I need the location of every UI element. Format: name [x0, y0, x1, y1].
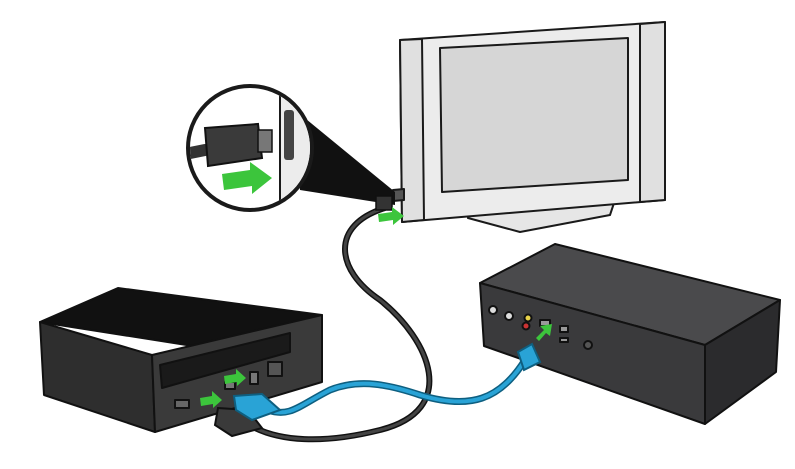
cable-box-rear [479, 282, 706, 425]
tv-left-panel [399, 38, 425, 223]
arrow-icon-console-in [224, 369, 246, 386]
console-front [39, 321, 156, 433]
inset-hdmi-plug [203, 122, 264, 168]
hdmi-in-plug-console [232, 392, 282, 422]
cable-box [479, 243, 781, 425]
inset-pointer [295, 110, 395, 205]
arrow-icon-cable-box [536, 324, 552, 341]
tv-screen [439, 37, 629, 193]
inset-arrow-icon [222, 162, 272, 194]
hdmi-in-cable [232, 342, 542, 422]
tv [392, 21, 666, 233]
tv-right-panel [639, 21, 666, 203]
hdmi-in-plug-cable-box [516, 342, 542, 372]
console [39, 287, 323, 433]
arrow-icon-console-out [200, 391, 222, 408]
arrow-icon-tv [378, 207, 404, 225]
port-inset [186, 84, 395, 212]
